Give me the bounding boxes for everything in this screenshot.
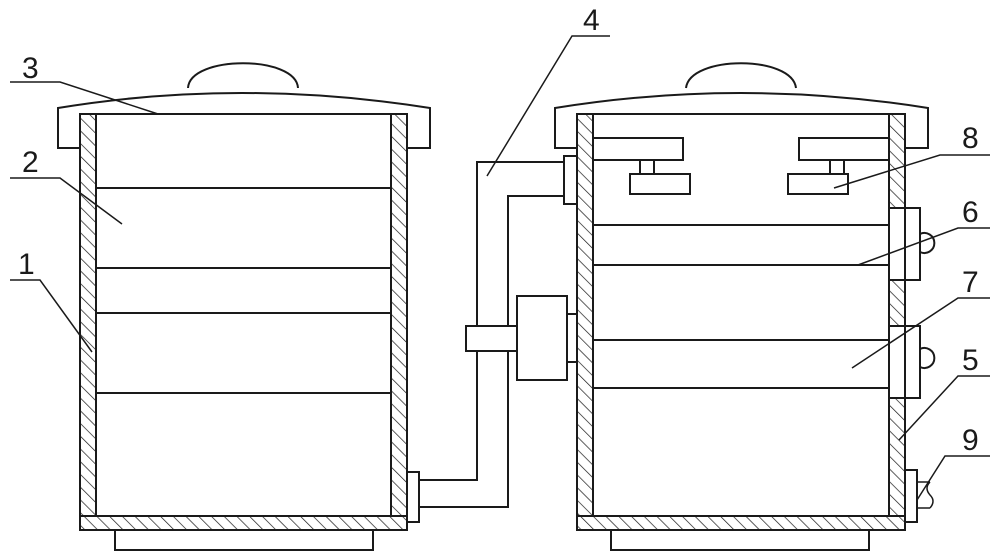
lower-latch-knob — [919, 347, 936, 369]
leader-lines — [10, 35, 990, 501]
right-spray-head — [787, 173, 849, 195]
label-5: 5 — [962, 344, 979, 377]
lower-latch-plate — [904, 325, 921, 399]
connecting-pipe — [419, 155, 578, 508]
right-base — [610, 529, 870, 551]
upper-latch-plate — [904, 207, 921, 281]
label-3: 3 — [22, 52, 39, 85]
lower-side-latch — [888, 325, 906, 399]
label-8: 8 — [962, 122, 979, 155]
right-tank-left-wall — [576, 113, 594, 531]
upper-pipe-fitting — [563, 155, 578, 205]
left-base — [114, 529, 374, 551]
right-tank-bottom — [576, 515, 906, 531]
left-tank — [57, 62, 431, 551]
right-lid-knob — [685, 62, 797, 89]
label-2: 2 — [22, 146, 39, 179]
pump-mount — [566, 313, 578, 363]
upper-latch-knob — [919, 232, 936, 254]
right-spray-bracket — [798, 137, 889, 161]
right-tank-right-wall — [888, 113, 906, 531]
left-spray-bracket — [593, 137, 684, 161]
right-tank — [554, 62, 936, 551]
drain-valve — [904, 469, 918, 523]
left-spray-stem — [639, 159, 655, 175]
label-9: 9 — [962, 424, 979, 457]
label-4: 4 — [583, 4, 600, 37]
upper-side-latch — [888, 207, 906, 281]
left-tank-bottom — [79, 515, 408, 531]
right-lid — [554, 92, 929, 149]
reference-numbers: 3 2 1 4 8 6 7 5 9 — [18, 4, 979, 457]
right-spray-stem — [829, 159, 845, 175]
pump-body — [516, 295, 568, 381]
left-tank-right-wall — [390, 113, 408, 531]
left-spray-head — [629, 173, 691, 195]
left-tank-left-wall — [79, 113, 97, 531]
left-outlet-fitting — [406, 471, 420, 523]
pump-shaft — [465, 325, 518, 352]
label-7: 7 — [962, 266, 979, 299]
left-lid-knob — [187, 62, 299, 89]
label-1: 1 — [18, 248, 35, 281]
left-lid — [57, 92, 431, 149]
label-6: 6 — [962, 196, 979, 229]
